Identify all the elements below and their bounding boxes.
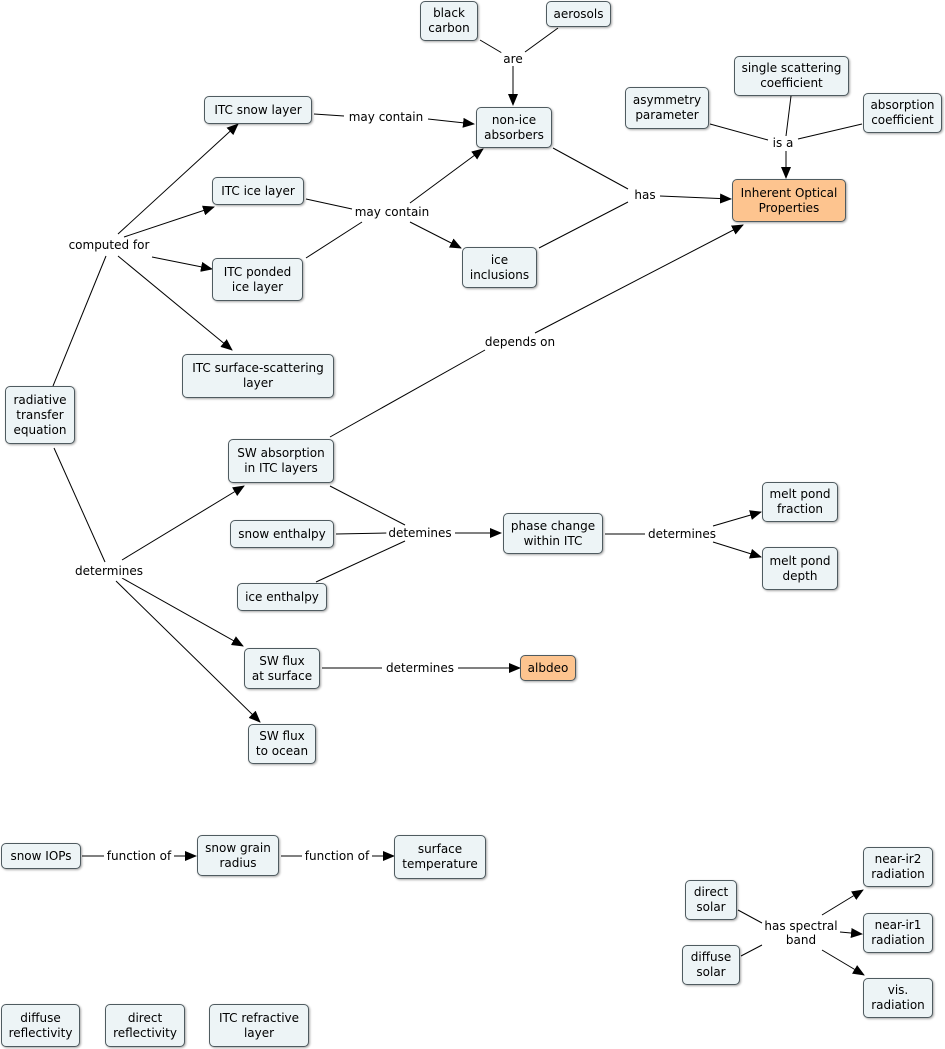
link-label-may-contain-1: may contain	[346, 110, 426, 124]
node-snow-grain-radius[interactable]: snow grain radius	[197, 835, 279, 876]
node-surface-temperature[interactable]: surface temperature	[394, 835, 486, 879]
arrow-determines-to-melt-depth	[712, 541, 762, 559]
node-sw-absorption-itc-layers[interactable]: SW absorption in ITC layers	[228, 439, 334, 483]
link-label-determines-main: determines	[72, 564, 146, 578]
node-asymmetry-parameter[interactable]: asymmetry parameter	[625, 87, 709, 129]
link-label-computed-for: computed for	[66, 238, 152, 252]
node-snow-iops[interactable]: snow IOPs	[1, 843, 81, 869]
node-melt-pond-fraction[interactable]: melt pond fraction	[762, 482, 838, 522]
node-itc-surface-scattering-layer[interactable]: ITC surface-scattering layer	[182, 354, 334, 398]
line-sw-absorption-to-detemines	[329, 485, 406, 526]
line-absorption-to-is-a	[797, 123, 863, 140]
node-albdeo[interactable]: albdeo	[520, 655, 576, 681]
node-single-scattering-coefficient[interactable]: single scattering coefficient	[734, 56, 849, 96]
arrow-determines-to-sw-absorption	[121, 485, 245, 561]
link-label-determines-phase: determines	[645, 527, 719, 541]
arrow-computed-to-ponded	[151, 256, 213, 272]
arrow-determines-to-sw-flux-surface	[121, 577, 244, 647]
link-label-function-of-2: function of	[302, 849, 372, 863]
line-direct-solar-to-band	[737, 909, 763, 924]
line-black-carbon-to-are	[479, 39, 503, 54]
line-aerosols-to-are	[524, 27, 559, 53]
link-label-may-contain-2: may contain	[352, 205, 432, 219]
link-label-detemines: detemines	[386, 526, 454, 540]
node-itc-snow-layer[interactable]: ITC snow layer	[204, 96, 312, 124]
arrow-computed-to-ice-layer	[123, 205, 215, 238]
link-label-determines-albedo: determines	[383, 661, 457, 675]
node-sw-flux-at-surface[interactable]: SW flux at surface	[244, 648, 320, 689]
line-inclusions-to-has	[538, 201, 629, 249]
line-snow-enthalpy-to-detemines	[335, 532, 388, 535]
arrow-may-contain-to-non-ice	[427, 117, 475, 128]
node-vis-radiation[interactable]: vis. radiation	[863, 978, 933, 1018]
arrow-may-contain-to-non-ice-2	[409, 148, 484, 204]
link-label-depends-on: depends on	[482, 335, 558, 349]
line-non-ice-to-has	[552, 147, 629, 190]
node-absorption-coefficient[interactable]: absorption coefficient	[863, 93, 942, 133]
node-aerosols[interactable]: aerosols	[546, 1, 611, 27]
arrow-band-to-vis	[821, 949, 865, 976]
arrow-may-contain-to-inclusions	[409, 221, 462, 249]
node-ice-inclusions[interactable]: ice inclusions	[462, 247, 537, 288]
line-ice-layer-to-may-contain	[305, 198, 353, 210]
line-snow-layer-to-may-contain	[313, 113, 345, 117]
link-label-has-spectral-band: has spectral band	[762, 919, 840, 947]
node-phase-change-within-itc[interactable]: phase change within ITC	[503, 513, 603, 554]
arrow-band-to-near-ir2	[821, 889, 864, 916]
arrow-has-to-iop	[659, 193, 732, 204]
node-itc-ponded-ice-layer[interactable]: ITC ponded ice layer	[212, 258, 303, 301]
link-label-is-a: is a	[770, 136, 796, 150]
node-radiative-transfer-equation[interactable]: radiative transfer equation	[5, 386, 75, 444]
link-label-function-of-1: function of	[104, 849, 174, 863]
arrow-determines-to-sw-flux-ocean	[115, 580, 261, 723]
arrow-computed-to-surface-scattering	[117, 255, 233, 351]
node-near-ir1-radiation[interactable]: near-ir1 radiation	[863, 913, 933, 953]
arrow-depends-on-to-iop	[534, 224, 744, 334]
arrow-computed-to-snow-layer	[117, 123, 239, 235]
line-ice-enthalpy-to-detemines	[315, 540, 406, 583]
node-direct-reflectivity[interactable]: direct reflectivity	[105, 1004, 185, 1047]
line-sw-absorption-to-depends-on	[329, 349, 486, 438]
line-ssc-to-is-a	[785, 95, 792, 137]
node-melt-pond-depth[interactable]: melt pond depth	[762, 547, 838, 590]
node-direct-solar[interactable]: direct solar	[685, 880, 737, 920]
node-non-ice-absorbers[interactable]: non-ice absorbers	[476, 107, 552, 148]
node-itc-refractive-layer[interactable]: ITC refractive layer	[209, 1004, 309, 1047]
node-ice-enthalpy[interactable]: ice enthalpy	[237, 583, 327, 611]
line-diffuse-solar-to-band	[740, 944, 763, 957]
node-snow-enthalpy[interactable]: snow enthalpy	[230, 520, 334, 548]
line-asymmetry-to-is-a	[709, 123, 769, 141]
node-inherent-optical-properties[interactable]: Inherent Optical Properties	[732, 179, 846, 222]
line-ponded-to-may-contain	[305, 221, 363, 259]
node-sw-flux-to-ocean[interactable]: SW flux to ocean	[248, 724, 316, 764]
link-label-has: has	[632, 188, 658, 202]
node-itc-ice-layer[interactable]: ITC ice layer	[212, 177, 304, 205]
node-black-carbon[interactable]: black carbon	[420, 1, 478, 41]
link-label-are: are	[501, 52, 525, 66]
node-diffuse-solar[interactable]: diffuse solar	[682, 945, 740, 985]
line-rte-to-computed-for	[52, 255, 107, 387]
arrow-determines-to-melt-fraction	[712, 510, 762, 527]
node-diffuse-reflectivity[interactable]: diffuse reflectivity	[1, 1004, 80, 1047]
node-near-ir2-radiation[interactable]: near-ir2 radiation	[863, 847, 933, 887]
arrow-band-to-near-ir1	[839, 928, 863, 938]
line-rte-to-determines	[53, 447, 106, 563]
